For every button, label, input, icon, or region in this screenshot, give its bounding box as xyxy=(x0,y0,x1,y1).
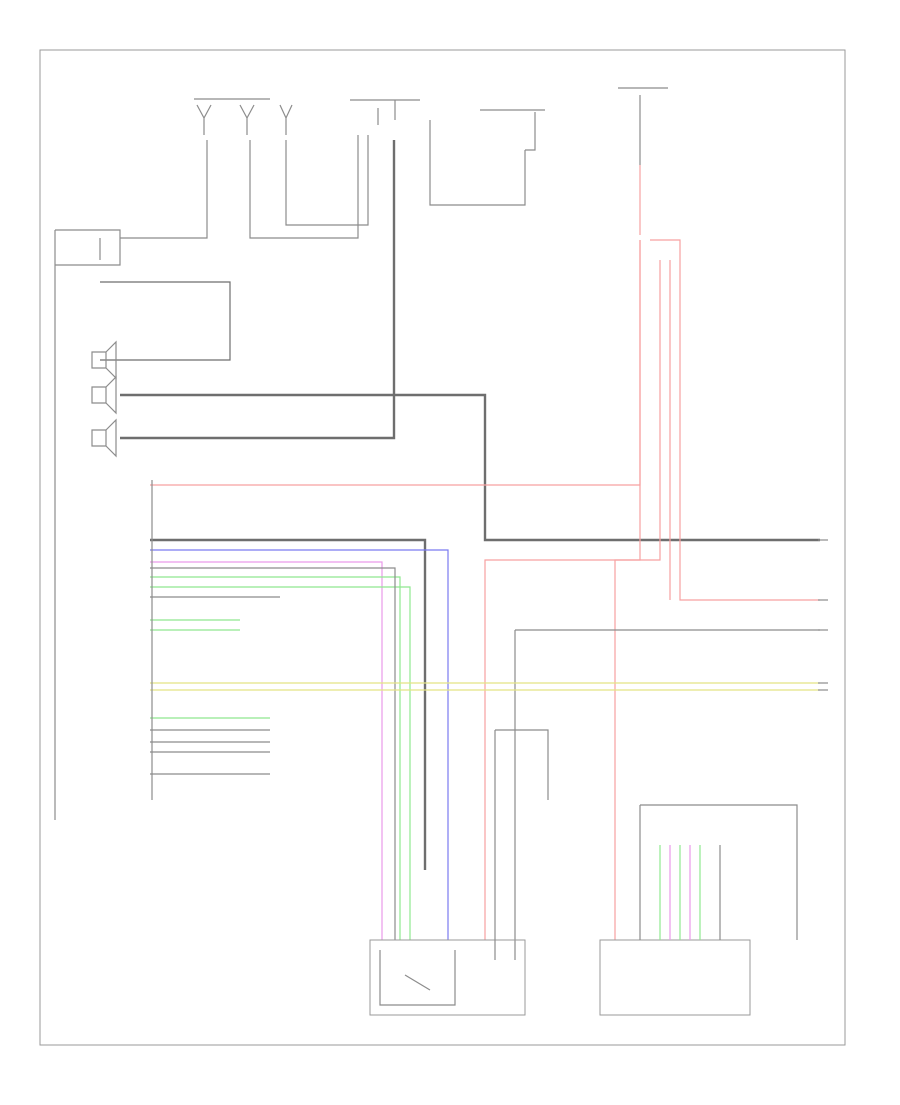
speaker-icon xyxy=(91,340,117,380)
antenna-group xyxy=(194,98,293,135)
green-wire xyxy=(150,586,411,940)
bottom-module-right xyxy=(599,804,798,1016)
antenna-icon xyxy=(279,104,293,135)
gray-wire xyxy=(495,729,549,800)
module-wire xyxy=(429,120,526,206)
green-wire xyxy=(150,576,401,940)
dark-wire-bus xyxy=(150,538,427,870)
bottom-module-inner xyxy=(379,950,456,1006)
bottom-module-switch xyxy=(404,974,431,991)
speaker-group xyxy=(91,340,117,458)
antenna-module-box xyxy=(55,229,121,266)
red-wire xyxy=(484,260,661,940)
antenna-icon xyxy=(239,104,255,135)
blue-wire xyxy=(150,549,449,940)
module-wire xyxy=(640,804,798,940)
antenna-module xyxy=(54,229,121,820)
top-module-connector xyxy=(350,99,420,125)
speaker-icon xyxy=(91,418,117,458)
pink-wire xyxy=(150,561,383,940)
antenna-wire xyxy=(249,135,359,239)
antenna-icon xyxy=(196,104,212,135)
red-wire xyxy=(614,240,641,940)
dark-trunk-wire xyxy=(120,393,820,542)
dark-wire xyxy=(100,281,231,361)
dark-trunk-wire xyxy=(120,140,396,440)
speaker-icon xyxy=(91,375,117,415)
bottom-module-box xyxy=(599,939,751,1016)
gray-wire xyxy=(150,567,396,940)
red-wire xyxy=(650,239,820,601)
diagram-border xyxy=(39,49,846,1046)
antenna-wire xyxy=(285,135,369,226)
antenna-wire xyxy=(120,140,208,239)
module-wire xyxy=(525,112,536,151)
right-pin-markers xyxy=(818,539,828,691)
bottom-module-box xyxy=(369,939,526,1016)
bottom-module-middle xyxy=(369,939,526,1016)
